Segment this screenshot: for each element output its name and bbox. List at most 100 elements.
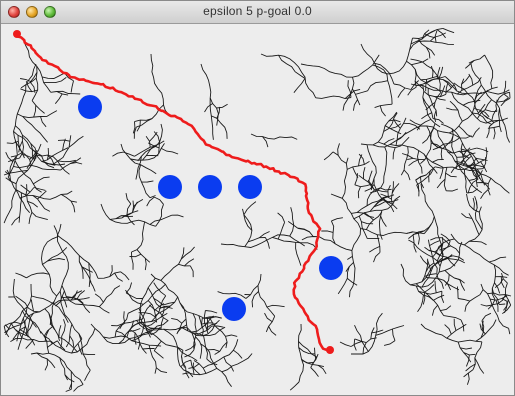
tree-branch [26, 322, 34, 334]
tree-branch [476, 182, 489, 185]
tree-branch [11, 216, 20, 226]
tree-branch [430, 237, 442, 241]
tree-branch [266, 304, 285, 308]
tree-branch [300, 54, 380, 78]
tree-branch [473, 84, 482, 113]
tree-branch [14, 160, 42, 193]
tree-branch [242, 208, 253, 247]
tree-branch [353, 195, 401, 220]
tree-branch [347, 278, 358, 286]
tree-branch [125, 289, 144, 305]
solution-path [13, 30, 334, 354]
title-bar[interactable]: epsilon 5 p-goal 0.0 [1, 1, 514, 24]
tree-branch [447, 258, 466, 264]
tree-branch [68, 135, 84, 148]
tree-branch [366, 187, 381, 206]
tree-branch [463, 169, 468, 194]
tree-branch [217, 291, 247, 299]
close-button-icon[interactable] [8, 6, 20, 18]
tree-branch [157, 320, 168, 327]
tree-branch [49, 223, 69, 326]
tree-branch [407, 86, 417, 96]
tree-branch [94, 293, 104, 303]
tree-branch [154, 196, 164, 205]
tree-branch [138, 312, 156, 318]
tree-branch [70, 162, 83, 165]
tree-branch [392, 118, 401, 129]
tree-branch [311, 353, 319, 365]
tree-branch [100, 203, 156, 227]
tree-branch [184, 349, 195, 358]
rrt-canvas[interactable] [1, 24, 514, 395]
tree-branch [411, 58, 429, 66]
tree-branch [209, 318, 228, 349]
tree-branch [29, 71, 38, 83]
tree-branch [468, 54, 485, 64]
tree-branch [20, 184, 31, 193]
tree-branch [427, 88, 438, 117]
tree-branch [458, 165, 483, 194]
tree-branch [438, 241, 463, 273]
tree-branch [127, 283, 166, 314]
tree-branch [501, 298, 508, 302]
tree-branch [421, 112, 433, 120]
tree-branch [7, 63, 37, 178]
tree-branch [233, 349, 243, 359]
tree-branch [406, 60, 442, 93]
tree-branch [88, 262, 91, 287]
tree-branch [214, 341, 228, 355]
tree-branch [196, 325, 213, 336]
tree-branch [392, 147, 396, 160]
tree-branch [262, 136, 269, 148]
obstacle-1 [78, 95, 102, 119]
tree-branch [130, 143, 165, 161]
tree-branch [449, 100, 463, 122]
tree-branch [3, 326, 10, 338]
tree-branch [445, 82, 449, 95]
tree-branch [464, 289, 484, 312]
tree-branch [60, 194, 77, 203]
tree-branch [443, 315, 462, 321]
tree-branch [315, 95, 352, 100]
tree-branch [390, 123, 402, 130]
tree-branch [436, 178, 446, 189]
tree-branch [138, 164, 151, 198]
tree-branch [420, 323, 482, 343]
tree-branch [432, 257, 438, 269]
tree-branch [451, 128, 458, 170]
tree-branch [6, 169, 12, 182]
tree-branch [430, 65, 434, 78]
tree-branch [418, 290, 443, 295]
tree-branch [474, 201, 483, 230]
tree-branch [16, 306, 28, 342]
tree-branch [301, 358, 324, 368]
tree-branch [354, 325, 361, 336]
tree-branch [433, 91, 442, 109]
tree-branch [78, 255, 92, 283]
tree-branch [393, 83, 412, 90]
zoom-button-icon[interactable] [44, 6, 56, 18]
tree-branch [495, 300, 499, 312]
tree-branch [181, 350, 186, 368]
tree-branch [163, 328, 194, 378]
tree-branch [90, 323, 188, 345]
tree-branch [469, 240, 487, 246]
minimize-button-icon[interactable] [26, 6, 38, 18]
tree-branch [468, 73, 474, 86]
tree-branch [317, 364, 327, 375]
tree-branch [468, 170, 483, 181]
tree-branch [134, 118, 153, 123]
tree-branch [453, 318, 457, 331]
tree-branch [410, 58, 423, 63]
tree-branch [295, 242, 302, 266]
tree-branch [70, 200, 76, 213]
tree-branch [133, 199, 144, 207]
tree-branch [180, 359, 191, 367]
tree-branch [416, 168, 435, 186]
tree-branch [44, 308, 60, 342]
tree-branch [160, 247, 185, 281]
tree-branch [373, 252, 381, 263]
tree-branch [35, 154, 70, 175]
tree-branch [144, 324, 157, 330]
tree-branch [483, 115, 495, 123]
